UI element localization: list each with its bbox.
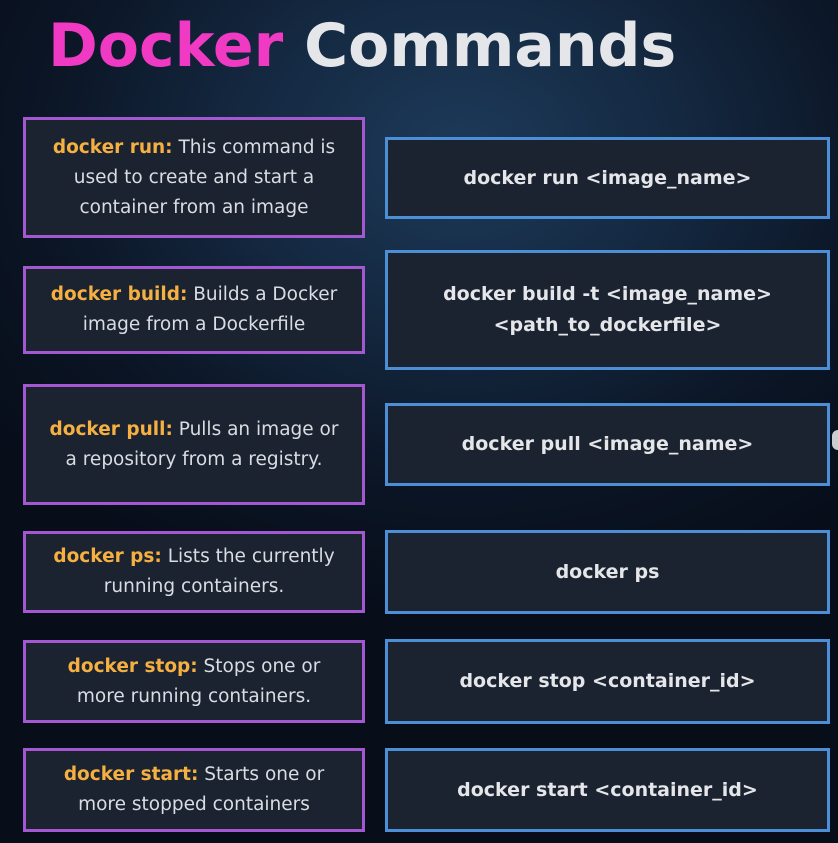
title-docker: Docker xyxy=(48,11,284,81)
syntax-card-docker-build: docker build -t <image_name> <path_to_do… xyxy=(385,250,830,370)
description-card-docker-ps: docker ps: Lists the currently running c… xyxy=(23,531,365,613)
edge-scroll-handle[interactable] xyxy=(832,430,838,450)
command-description: Starts one or more stopped containers xyxy=(78,764,325,815)
description-text: docker build: Builds a Docker image from… xyxy=(38,280,350,340)
command-name: docker build: xyxy=(50,284,188,305)
description-text: docker ps: Lists the currently running c… xyxy=(38,542,350,602)
command-description: Lists the currently running containers. xyxy=(103,546,335,597)
command-description: Stops one or more running containers. xyxy=(76,655,321,707)
description-card-docker-stop: docker stop: Stops one or more running c… xyxy=(23,640,365,723)
command-name: docker ps: xyxy=(53,546,162,567)
command-name: docker run: xyxy=(52,136,173,158)
command-syntax: docker stop <container_id> xyxy=(459,670,756,692)
description-card-docker-pull: docker pull: Pulls an image or a reposit… xyxy=(23,384,365,505)
command-syntax: docker build -t <image_name> <path_to_do… xyxy=(443,283,772,336)
command-syntax: docker run <image_name> xyxy=(463,166,752,189)
description-card-docker-run: docker run: This command is used to crea… xyxy=(23,117,365,238)
page-title: Docker Commands xyxy=(48,10,676,82)
command-syntax: docker pull <image_name> xyxy=(461,433,754,455)
command-description: Pulls an image or a repository from a re… xyxy=(65,418,339,470)
syntax-card-docker-start: docker start <container_id> xyxy=(385,748,830,832)
command-name: docker pull: xyxy=(49,418,173,440)
description-text: docker pull: Pulls an image or a reposit… xyxy=(44,415,344,475)
syntax-card-docker-pull: docker pull <image_name> xyxy=(385,403,830,486)
description-card-docker-start: docker start: Starts one or more stopped… xyxy=(23,748,365,832)
description-text: docker stop: Stops one or more running c… xyxy=(44,652,344,712)
command-description: Builds a Docker image from a Dockerfile xyxy=(82,284,338,335)
command-syntax: docker start <container_id> xyxy=(457,778,758,801)
description-text: docker start: Starts one or more stopped… xyxy=(44,760,344,820)
command-name: docker stop: xyxy=(67,655,198,677)
description-text: docker run: This command is used to crea… xyxy=(44,133,344,223)
title-commands: Commands xyxy=(304,11,677,81)
description-card-docker-build: docker build: Builds a Docker image from… xyxy=(23,266,365,354)
syntax-card-docker-run: docker run <image_name> xyxy=(385,137,830,219)
command-syntax: docker ps xyxy=(555,560,660,583)
syntax-card-docker-ps: docker ps xyxy=(385,530,830,614)
command-name: docker start: xyxy=(63,764,199,785)
syntax-card-docker-stop: docker stop <container_id> xyxy=(385,639,830,724)
command-description: This command is used to create and start… xyxy=(73,136,336,218)
